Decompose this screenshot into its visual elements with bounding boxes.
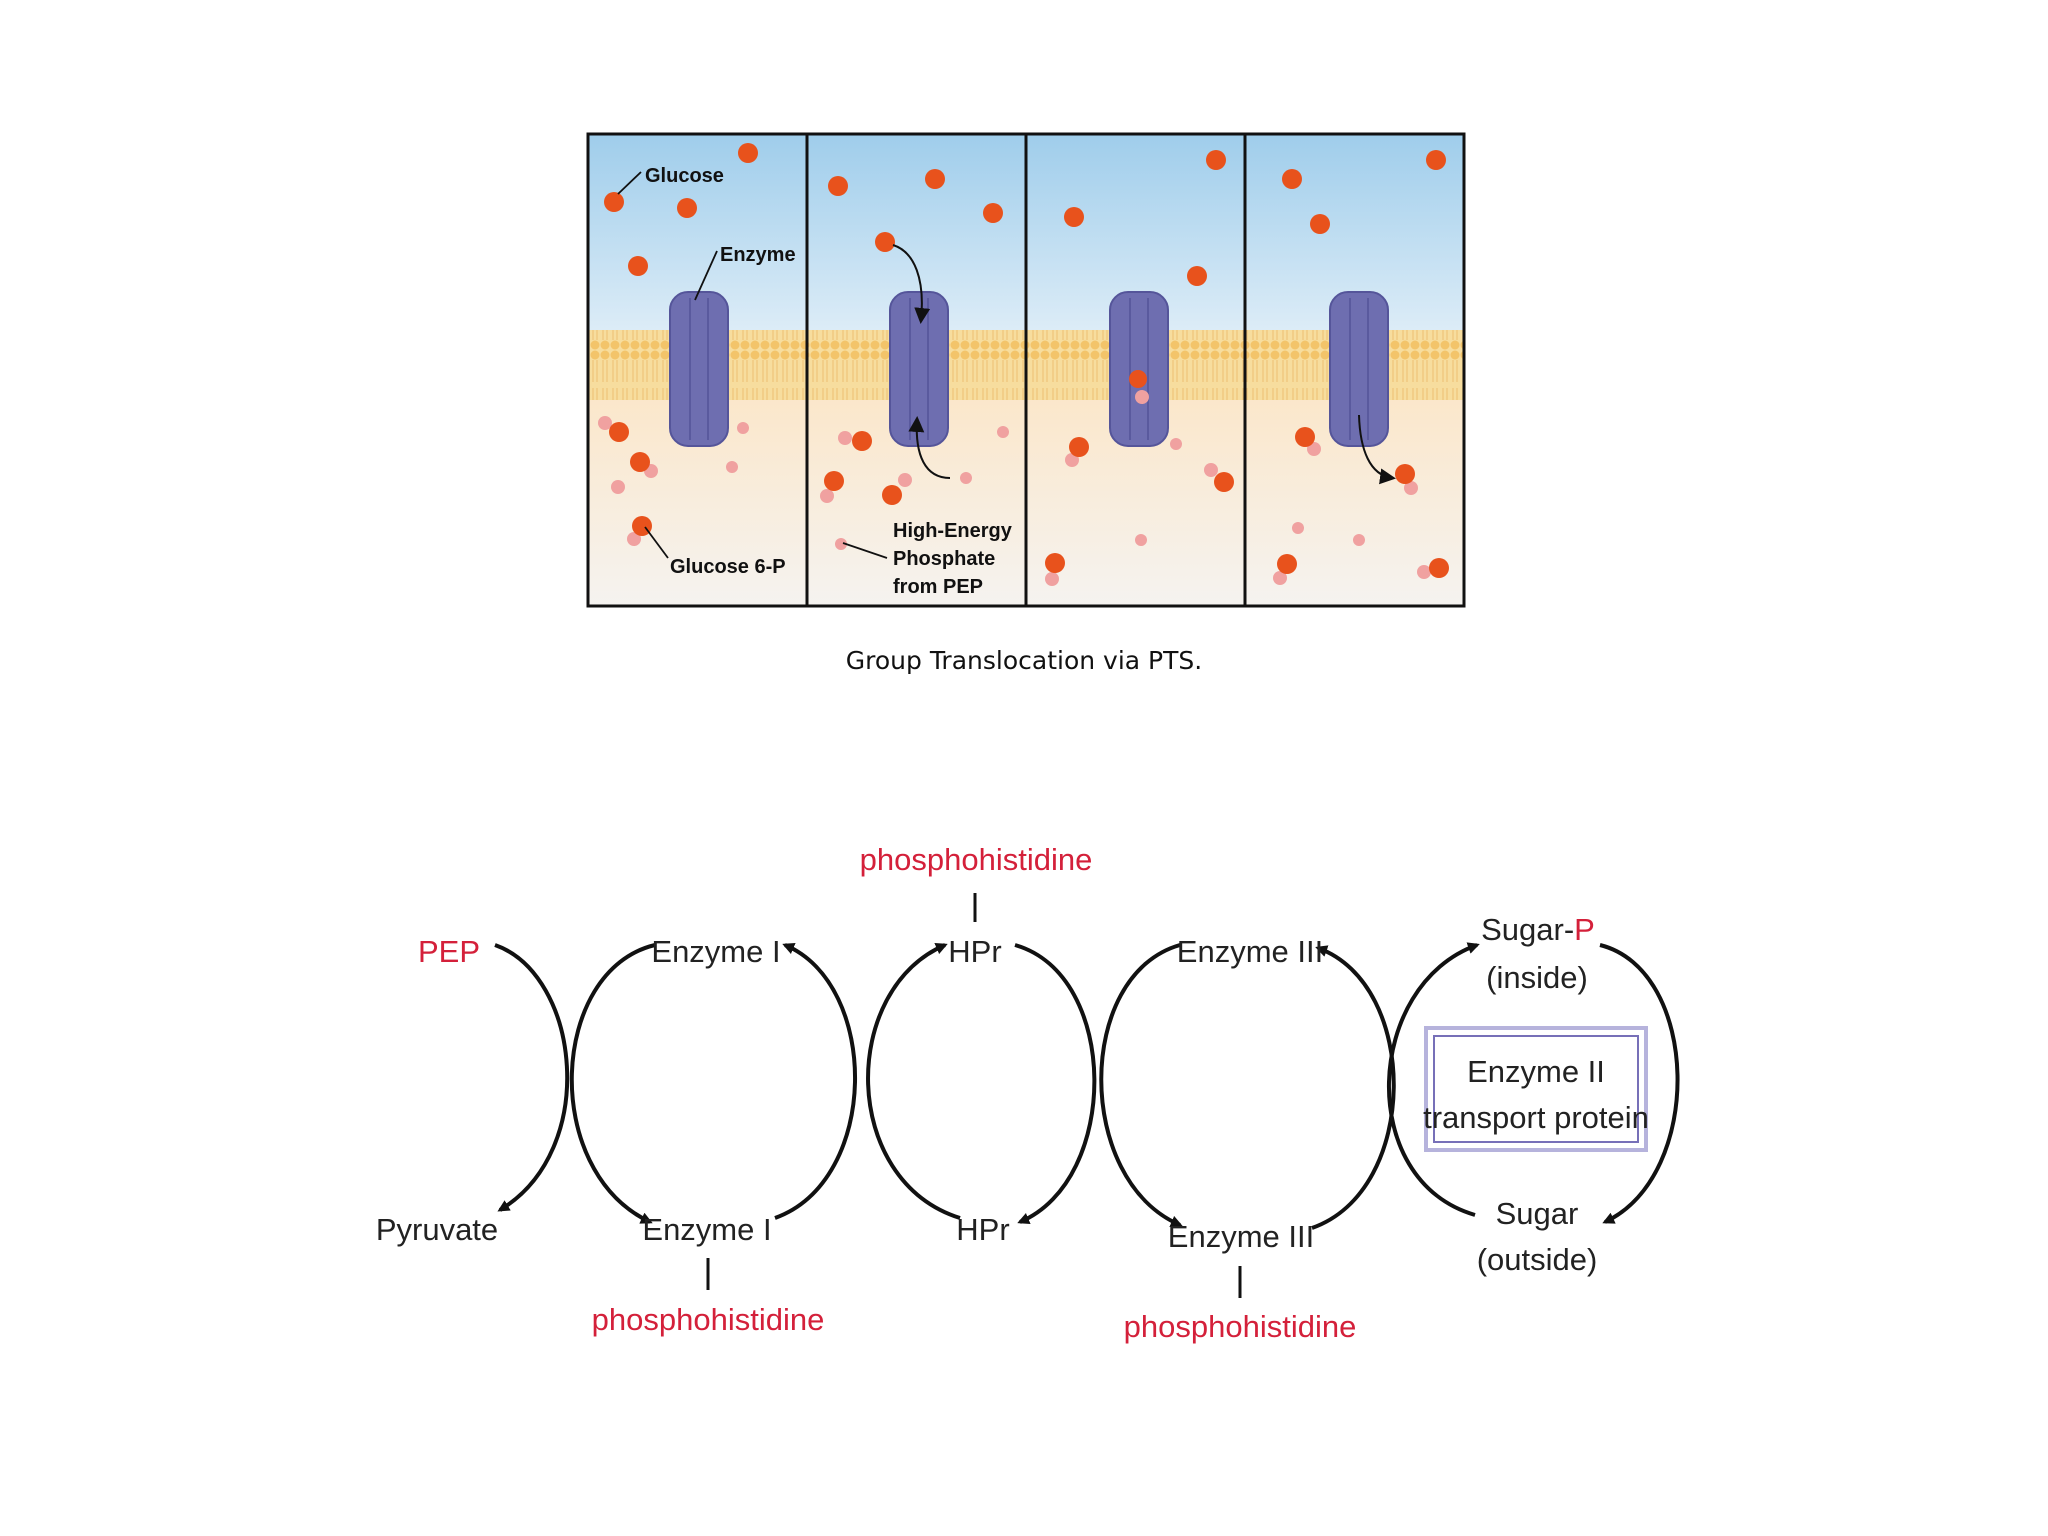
phosphohistidine-hpr-label: phosphohistidine (860, 842, 1093, 877)
group-translocation-figure: Glucose Enzyme Glucose 6-P High-Energy P… (586, 132, 1466, 608)
arrow-sugar-to-sugarp (1386, 942, 1480, 1217)
enzyme-i-top-label: Enzyme I (651, 934, 780, 969)
hpr-bottom-label: HPr (956, 1212, 1009, 1247)
inside-label: (inside) (1486, 960, 1588, 995)
pyruvate-label: Pyruvate (376, 1212, 498, 1247)
enzyme-protein (1109, 291, 1169, 447)
phosphohistidine-connectors (706, 893, 1242, 1298)
arrow-eiii-bottom-to-top (1311, 945, 1396, 1230)
enzyme-iii-top-label: Enzyme III (1177, 934, 1323, 969)
arrow-sugarp-to-sugar (1599, 943, 1680, 1224)
enzyme-label: Enzyme (720, 244, 796, 266)
enzyme-protein (1329, 291, 1389, 447)
glucose6p-label: Glucose 6-P (670, 556, 786, 578)
sugar-label: Sugar (1496, 1196, 1579, 1231)
arrow-hpr-bottom-to-top (866, 943, 961, 1220)
enzyme-iii-bottom-label: Enzyme III (1168, 1219, 1314, 1254)
figure-caption: Group Translocation via PTS. (845, 646, 1203, 675)
panel-borders (586, 132, 1466, 608)
sugar-p-label: Sugar-P (1481, 912, 1595, 947)
enzyme-ii-label-line1: Enzyme II (1467, 1054, 1605, 1089)
enzyme-protein (669, 291, 729, 447)
translocation-arrows (892, 244, 1396, 485)
enzyme-ii-box (1424, 1026, 1648, 1152)
arrow-eiii-top-to-bottom (1099, 943, 1183, 1227)
phosphohistidine-ei-label: phosphohistidine (592, 1302, 825, 1337)
outside-label: (outside) (1477, 1242, 1598, 1277)
arrow-pep-pyruvate (494, 943, 570, 1212)
enzyme-i-bottom-label: Enzyme I (642, 1212, 771, 1247)
enzyme-ii-label-line2: transport protein (1423, 1100, 1649, 1135)
pep-label: PEP (418, 934, 480, 969)
arrow-ei-bottom-to-top (774, 942, 858, 1220)
phosphohistidine-eiii-label: phosphohistidine (1124, 1309, 1357, 1344)
phosphate-label-line3: from PEP (893, 576, 983, 598)
arrow-hpr-top-to-bottom (1014, 943, 1097, 1225)
glucose-label: Glucose (645, 165, 724, 187)
sugar-p-prefix: Sugar- (1481, 912, 1574, 947)
glucose6p-molecules (598, 390, 1449, 586)
phosphate-label-line2: Phosphate (893, 548, 995, 570)
hpr-top-label: HPr (948, 934, 1001, 969)
cycle-arrows (494, 942, 1680, 1230)
glucose-molecules (604, 143, 1446, 388)
enzyme-proteins (669, 291, 1389, 447)
label-leader-lines (617, 171, 888, 559)
sugar-p-suffix: P (1574, 912, 1595, 947)
phosphate-label-line1: High-Energy (893, 520, 1013, 542)
arrow-ei-top-to-bottom (569, 943, 656, 1224)
